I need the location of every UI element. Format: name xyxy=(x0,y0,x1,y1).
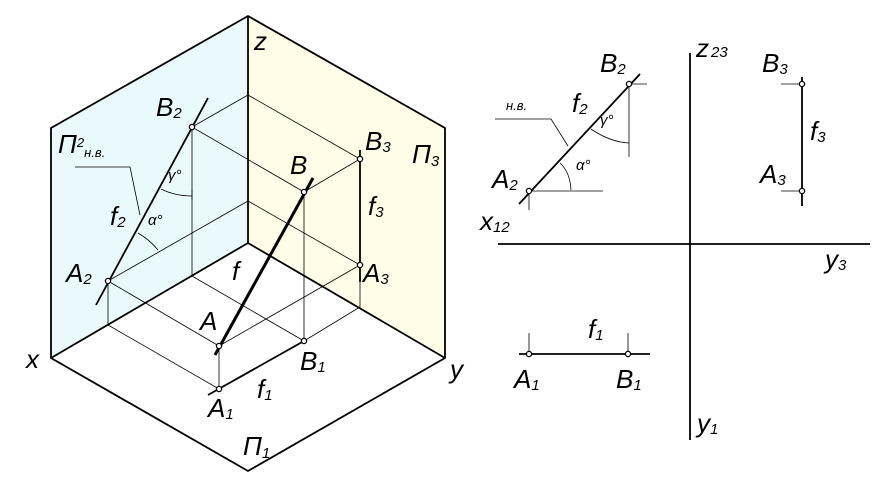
label-A1: A1 xyxy=(206,393,234,423)
label-alpha: α° xyxy=(148,212,163,229)
label-A2: A2 xyxy=(490,164,518,194)
label-plane-p2: П2н.в. xyxy=(58,129,105,160)
label-axis-y: y xyxy=(448,354,465,384)
points xyxy=(104,123,364,393)
label-B1: B1 xyxy=(616,364,642,394)
label-axis-z: z xyxy=(253,26,267,56)
frame-outline xyxy=(50,14,446,473)
label-A3: A3 xyxy=(758,159,786,189)
label-true-size: н.в. xyxy=(506,98,527,113)
label-axis-x: x xyxy=(24,344,40,374)
label-B: B xyxy=(290,150,307,180)
points xyxy=(525,80,806,358)
line-f2 xyxy=(518,73,641,205)
angle-gamma-arc xyxy=(160,188,193,197)
isometric-view: z x y П2н.в. П3 П1 B2 A2 B3 A3 B1 A1 B A… xyxy=(24,14,465,473)
line-f xyxy=(213,177,315,356)
label-f: f xyxy=(232,256,242,286)
projection-lines xyxy=(75,94,361,390)
label-gamma: γ° xyxy=(168,167,182,184)
label-B3: B3 xyxy=(762,48,788,78)
angle-alpha-arc xyxy=(559,162,572,191)
line-f1 xyxy=(207,340,305,396)
label-f2: f2 xyxy=(572,88,588,118)
label-A2: A2 xyxy=(64,258,92,288)
angle-gamma-arc xyxy=(590,128,630,144)
label-f1: f1 xyxy=(257,374,273,404)
label-alpha: α° xyxy=(576,157,591,174)
projection-lines xyxy=(495,83,802,354)
label-f2: f2 xyxy=(110,201,126,231)
label-B2: B2 xyxy=(600,48,626,78)
label-f3: f3 xyxy=(810,116,826,146)
label-B3: B3 xyxy=(365,126,391,156)
line-f2 xyxy=(95,97,209,306)
label-f1: f1 xyxy=(588,314,604,344)
plane-p3 xyxy=(248,16,445,358)
label-plane-p3: П3 xyxy=(412,139,440,170)
label-gamma: γ° xyxy=(600,112,614,129)
plane-p2 xyxy=(51,16,248,358)
label-f3: f3 xyxy=(368,191,384,221)
label-axis-y1: y1 xyxy=(695,408,718,438)
label-plane-p1: П1 xyxy=(243,431,270,462)
label-B2: B2 xyxy=(156,92,182,122)
label-axis-x12: x12 xyxy=(478,206,510,236)
label-A1: A1 xyxy=(512,364,540,394)
label-B1: B1 xyxy=(300,346,326,376)
label-axis-y3: y3 xyxy=(823,244,847,274)
angle-alpha-arc xyxy=(137,232,159,251)
label-A: A xyxy=(198,306,217,336)
label-A3: A3 xyxy=(361,258,389,288)
